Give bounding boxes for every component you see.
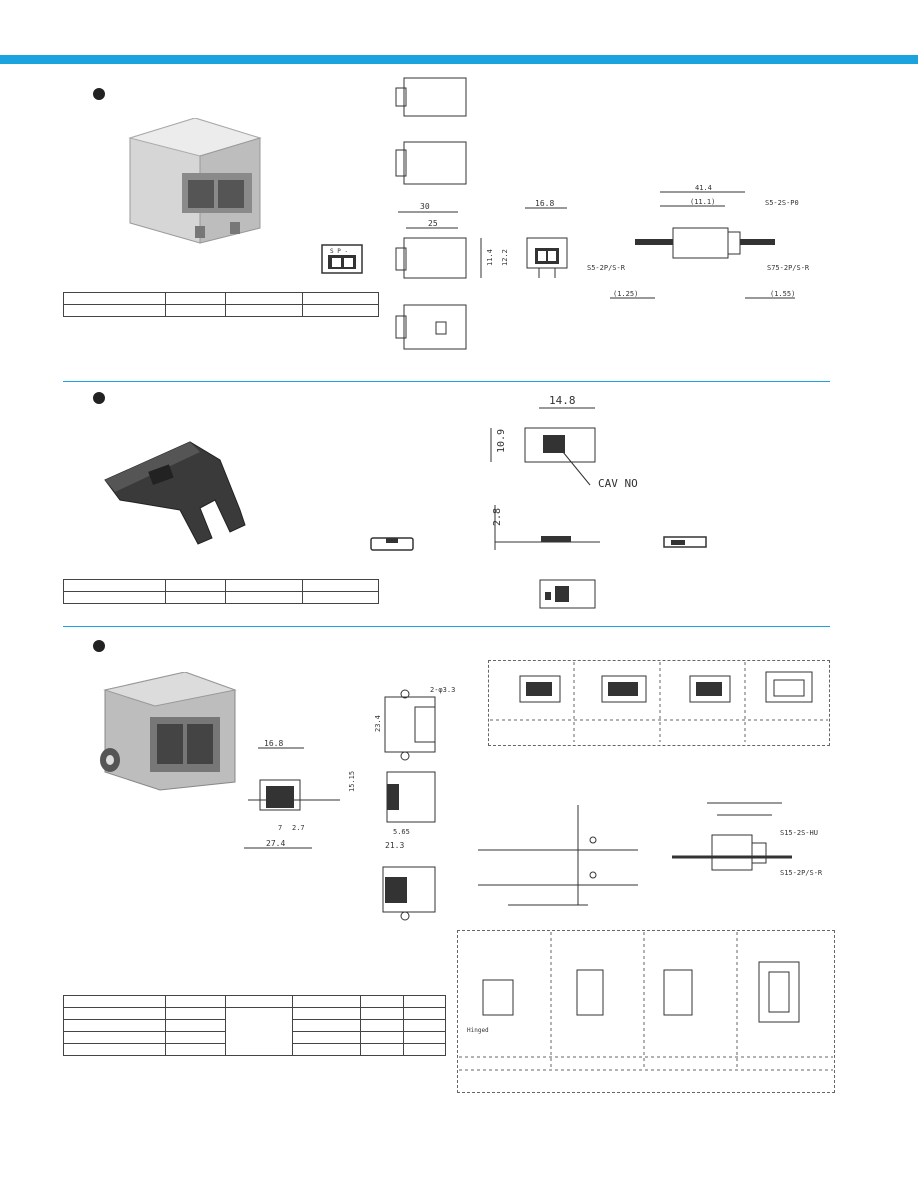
label-hinged: Hinged xyxy=(467,1027,489,1034)
dim-25: 25 xyxy=(428,219,438,228)
section-3-drawing-assembly: S15-2S-HU S15-2P/S-R xyxy=(672,802,823,877)
dim-11-4: 11.4 xyxy=(486,249,494,266)
section-divider-1 xyxy=(63,381,830,382)
dim-5-65: 5.65 xyxy=(393,828,410,836)
section-1-front-view-small: S P - xyxy=(321,244,363,274)
section-3-drawing-front: 16.8 15.15 7 2.7 27.4 xyxy=(244,739,356,849)
section-3-drawing-pcb-layout xyxy=(478,805,638,906)
section-3-bullet xyxy=(93,640,105,652)
section-2-small-icon-left xyxy=(370,537,414,551)
dim-16-8-s3: 16.8 xyxy=(264,739,283,748)
dim-11-1: (11.1) xyxy=(690,198,715,206)
part-plug-s15: S15-2P/S-R xyxy=(780,869,823,877)
dim-2-phi-3-3: 2-φ3.3 xyxy=(430,686,455,694)
section-2-drawing: 14.8 10.9 CAV NO 2.8 xyxy=(490,394,638,609)
section-3-spec-table xyxy=(63,995,446,1056)
section-1-product-photo xyxy=(128,118,262,244)
part-socket: S5-2S-P0 xyxy=(765,199,799,207)
dim-2-8: 2.8 xyxy=(492,508,503,526)
dim-41-4: 41.4 xyxy=(695,184,712,192)
section-3-mount-panel xyxy=(457,930,835,1093)
dim-27-4: 27.4 xyxy=(266,839,285,848)
section-3-mount-views: Hinged xyxy=(459,932,833,1071)
dim-15-15: 15.15 xyxy=(348,771,356,792)
section-2-product-photo xyxy=(104,441,246,545)
dim-12-2: 12.2 xyxy=(501,249,509,266)
dim-30: 30 xyxy=(420,202,430,211)
dim-1-25: (1.25) xyxy=(613,290,638,298)
section-2-small-icon-right xyxy=(663,536,707,548)
dim-21-3: 21.3 xyxy=(385,841,404,850)
section-1-spec-table xyxy=(63,292,379,317)
part-housing-s15: S15-2S-HU xyxy=(780,829,818,837)
section-1-drawing-front: 16.8 xyxy=(525,199,568,278)
dim-10-9: 10.9 xyxy=(496,429,507,453)
section-3-variant-views xyxy=(490,662,828,742)
dim-23-4: 23.4 xyxy=(374,715,382,732)
cav-no-label: CAV NO xyxy=(598,477,638,490)
section-2-bullet xyxy=(93,392,105,404)
dim-14-8: 14.8 xyxy=(549,394,576,407)
section-1-bullet xyxy=(93,88,105,100)
section-divider-2 xyxy=(63,626,830,627)
section-1-drawing-side: 30 25 11.4 12.2 xyxy=(395,77,509,350)
header-accent-bar xyxy=(0,55,918,64)
section-3-variant-panel xyxy=(488,660,830,746)
dim-2-7: 2.7 xyxy=(292,824,305,832)
section-1-drawing-assembly: 41.4 (11.1) S5-2S-P0 S5-2P/S-R S75-2P/S-… xyxy=(587,184,810,299)
part-plug-r: S5-2P/S-R xyxy=(587,264,626,272)
dim-16-8: 16.8 xyxy=(535,199,554,208)
section-3-product-photo xyxy=(100,672,237,791)
dim-1-55: (1.55) xyxy=(770,290,795,298)
section-2-spec-table xyxy=(63,579,379,604)
section-3-drawing-side: 2-φ3.3 23.4 5.65 21.3 xyxy=(374,686,455,921)
dim-7: 7 xyxy=(278,824,282,832)
part-plug-r2: S75-2P/S-R xyxy=(767,264,810,272)
part-label-sp: S P - xyxy=(330,248,348,255)
